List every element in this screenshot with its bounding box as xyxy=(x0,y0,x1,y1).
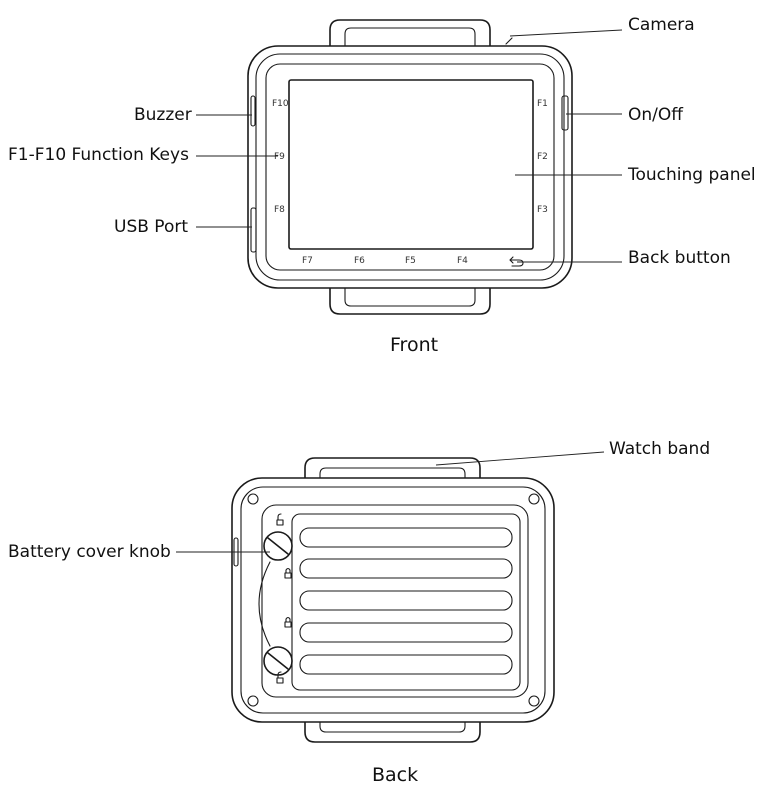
back-arrow-icon[interactable] xyxy=(509,256,524,267)
cover-ridge xyxy=(299,527,513,548)
key-label-f7[interactable]: F7 xyxy=(302,256,313,266)
cover-ridge xyxy=(299,590,513,611)
back-housing xyxy=(231,477,555,723)
key-label-f9[interactable]: F9 xyxy=(274,152,285,162)
back-view: Watch band Battery cover knob Back xyxy=(8,439,710,786)
buzzer-grille xyxy=(250,95,256,127)
callout-back-button: Back button xyxy=(628,248,731,268)
callout-battery-knob: Battery cover knob xyxy=(8,542,171,562)
back-top-watch-band xyxy=(304,457,481,493)
back-caption: Back xyxy=(372,764,418,786)
battery-knob-top[interactable] xyxy=(263,531,293,561)
front-caption: Front xyxy=(390,334,438,356)
callout-buzzer: Buzzer xyxy=(134,105,192,125)
callout-on-off: On/Off xyxy=(628,105,684,125)
unlock-icon xyxy=(276,671,284,684)
front-bezel xyxy=(265,63,555,271)
lock-icon xyxy=(284,616,292,628)
screw-bottom-left xyxy=(247,695,259,707)
key-label-f1[interactable]: F1 xyxy=(537,99,548,109)
battery-cover xyxy=(261,504,529,698)
touch-screen[interactable] xyxy=(288,79,534,250)
front-bottom-watch-band xyxy=(329,283,491,315)
screw-top-right xyxy=(528,493,540,505)
screw-top-left xyxy=(247,493,259,505)
callout-usb-port: USB Port xyxy=(114,217,188,237)
unlock-icon xyxy=(276,513,284,526)
cover-ridge xyxy=(299,558,513,579)
callout-watch-band: Watch band xyxy=(609,439,710,459)
knob-strap xyxy=(258,561,271,647)
key-label-f2[interactable]: F2 xyxy=(537,152,548,162)
front-top-watch-band xyxy=(329,19,491,51)
key-label-f8[interactable]: F8 xyxy=(274,205,285,215)
key-label-f10[interactable]: F10 xyxy=(272,99,289,109)
key-label-f5[interactable]: F5 xyxy=(405,256,416,266)
cover-ridge xyxy=(299,622,513,643)
key-label-f4[interactable]: F4 xyxy=(457,256,468,266)
on-off-button[interactable] xyxy=(561,95,569,131)
callout-touch-panel: Touching panel xyxy=(627,165,756,185)
cover-ridge xyxy=(299,654,513,675)
callout-function-keys: F1-F10 Function Keys xyxy=(8,145,189,165)
key-label-f6[interactable]: F6 xyxy=(354,256,365,266)
screw-bottom-right xyxy=(528,695,540,707)
back-bottom-watch-band xyxy=(304,707,481,743)
usb-port xyxy=(250,207,257,253)
camera-lens xyxy=(505,37,513,45)
callout-camera: Camera xyxy=(628,15,695,35)
key-label-f3[interactable]: F3 xyxy=(537,205,548,215)
lock-icon xyxy=(284,567,292,579)
front-view: F10 F9 F8 F1 F2 F3 F7 F6 F5 F4 Camera Bu… xyxy=(8,15,756,356)
